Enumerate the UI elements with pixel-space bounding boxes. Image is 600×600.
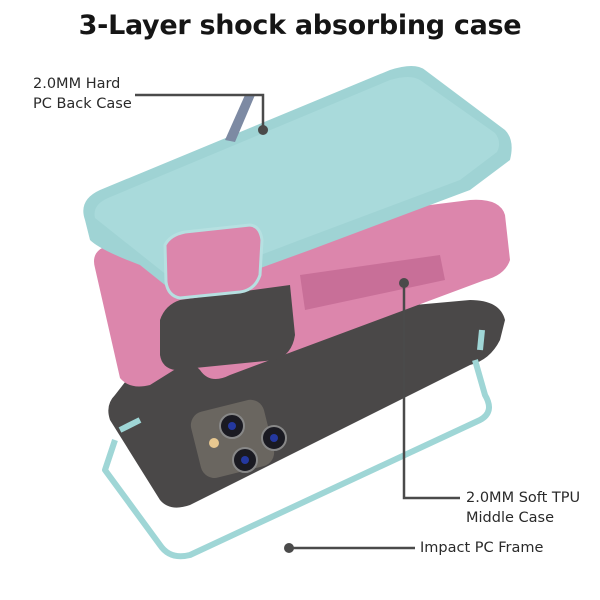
middle-case-label-line2: Middle Case <box>466 510 554 526</box>
frame-callout: Impact PC Frame <box>420 538 543 558</box>
middle-case-callout: 2.0MM Soft TPU Middle Case <box>466 488 580 528</box>
back-case-marker-dot <box>258 125 268 135</box>
camera-module-icon <box>190 399 287 478</box>
back-case-hard-pc <box>83 66 512 300</box>
page-title: 3-Layer shock absorbing case <box>78 10 522 41</box>
back-case-label-line2: PC Back Case <box>33 96 132 112</box>
frame-marker-dot <box>284 543 294 553</box>
frame-label: Impact PC Frame <box>420 540 544 556</box>
middle-case-label-line1: 2.0MM Soft TPU <box>466 490 581 506</box>
middle-case-marker-dot <box>399 278 409 288</box>
back-case-label-line1: 2.0MM Hard <box>33 76 121 92</box>
back-case-callout: 2.0MM Hard PC Back Case <box>33 74 132 114</box>
leader-lines <box>135 93 460 550</box>
impact-pc-frame <box>102 329 492 560</box>
